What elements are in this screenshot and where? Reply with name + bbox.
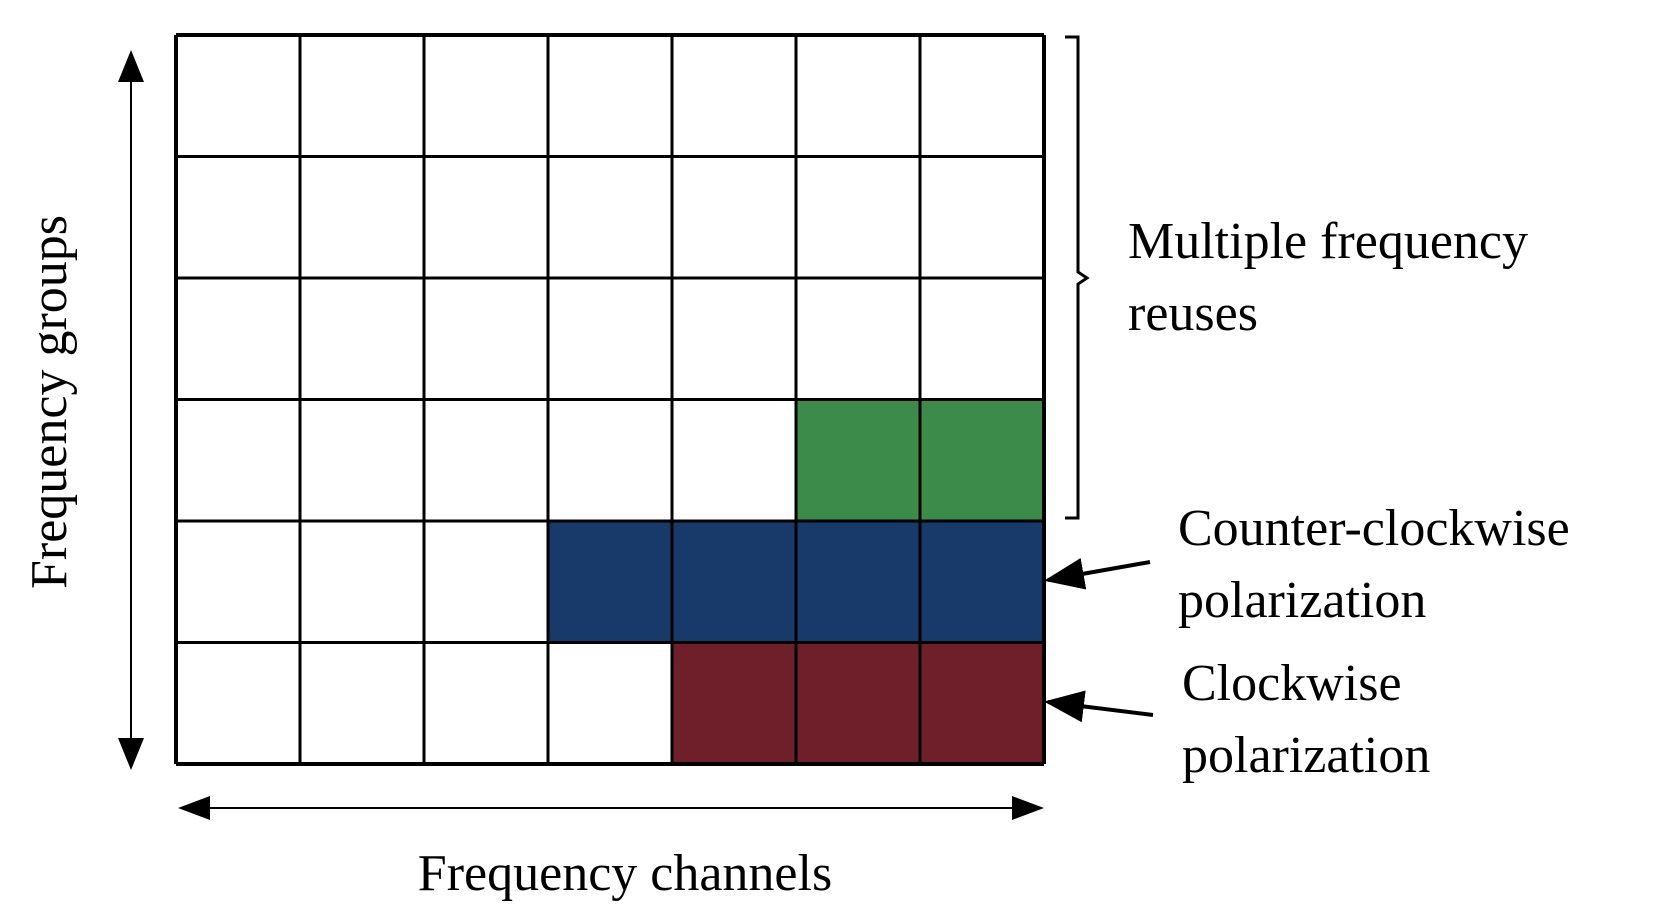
grid-cell [548,399,672,521]
grid-cell [548,278,672,400]
grid-cell [672,399,796,521]
grid-cell [672,156,796,278]
grid-cell [672,35,796,157]
grid-cell-red [920,642,1044,764]
grid-cell [424,399,548,521]
frequency-groups-arrow [118,50,144,770]
grid-cell [300,278,424,400]
grid-cell-blue [672,521,796,643]
grid-cell [920,156,1044,278]
reuse-label-line1: Multiple frequency [1128,213,1528,270]
cw-label-line2: polarization [1182,727,1430,784]
grid-cell [300,399,424,521]
grid-cell [796,156,920,278]
grid-cell [300,642,424,764]
grid-cell [424,642,548,764]
grid-cell [424,521,548,643]
grid-cell [176,521,300,643]
grid-cell [424,35,548,157]
grid-cell-green [796,399,920,521]
grid-cell-blue [920,521,1044,643]
grid-cell [424,156,548,278]
grid-cell [300,156,424,278]
ccw-pointer-arrow [1044,557,1151,590]
grid-cell [300,521,424,643]
grid-cell [920,278,1044,400]
ccw-label-line2: polarization [1178,572,1426,629]
grid-cell-green [920,399,1044,521]
grid-cell [300,35,424,157]
reuse-label-line2: reuses [1128,285,1258,342]
grid-cell [548,642,672,764]
grid-cell-red [672,642,796,764]
grid-cell [176,399,300,521]
grid-cell [424,278,548,400]
reuse-bracket [1065,35,1090,520]
grid-cell [920,35,1044,157]
frequency-channels-arrow [178,796,1044,820]
cw-pointer-arrow [1044,690,1154,723]
grid-cell [176,642,300,764]
y-axis-label: Frequency groups [21,215,78,589]
grid-cell-red [796,642,920,764]
grid-cell [548,35,672,157]
cw-label-line1: Clockwise [1182,655,1402,712]
grid-cell-blue [548,521,672,643]
ccw-label-line1: Counter-clockwise [1178,500,1570,557]
grid-cell [672,278,796,400]
grid-cell [796,35,920,157]
grid-cell-blue [796,521,920,643]
grid-cells [176,35,1044,764]
grid-cell [548,156,672,278]
grid-cell [176,278,300,400]
grid-cell [176,35,300,157]
x-axis-label: Frequency channels [418,845,832,902]
grid-cell [176,156,300,278]
grid-cell [796,278,920,400]
grid-lines [174,33,1046,766]
